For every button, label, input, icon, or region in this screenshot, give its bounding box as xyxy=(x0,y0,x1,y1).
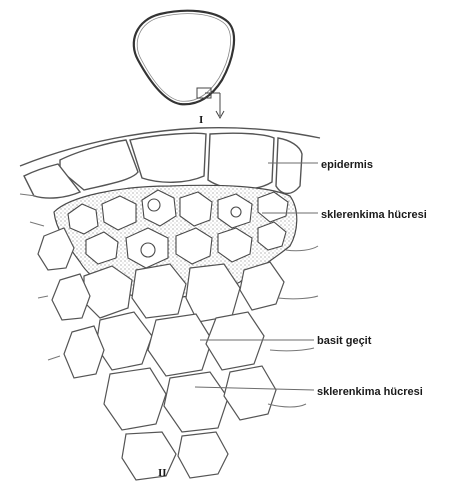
figure-one-outline xyxy=(132,9,236,120)
figure-two-label: II xyxy=(158,467,167,479)
label-simple-pit: basit geçit xyxy=(317,335,372,347)
lower-cells xyxy=(37,227,285,481)
label-sclerenchyma-top: sklerenkima hücresi xyxy=(321,209,427,221)
figure-one-label: I xyxy=(199,114,203,126)
figure-two-tissue xyxy=(19,127,321,481)
leader-lines xyxy=(194,162,318,391)
outer-walls xyxy=(19,193,319,408)
label-epidermis: epidermis xyxy=(321,159,373,171)
label-sclerenchyma-bottom: sklerenkima hücresi xyxy=(317,386,423,398)
